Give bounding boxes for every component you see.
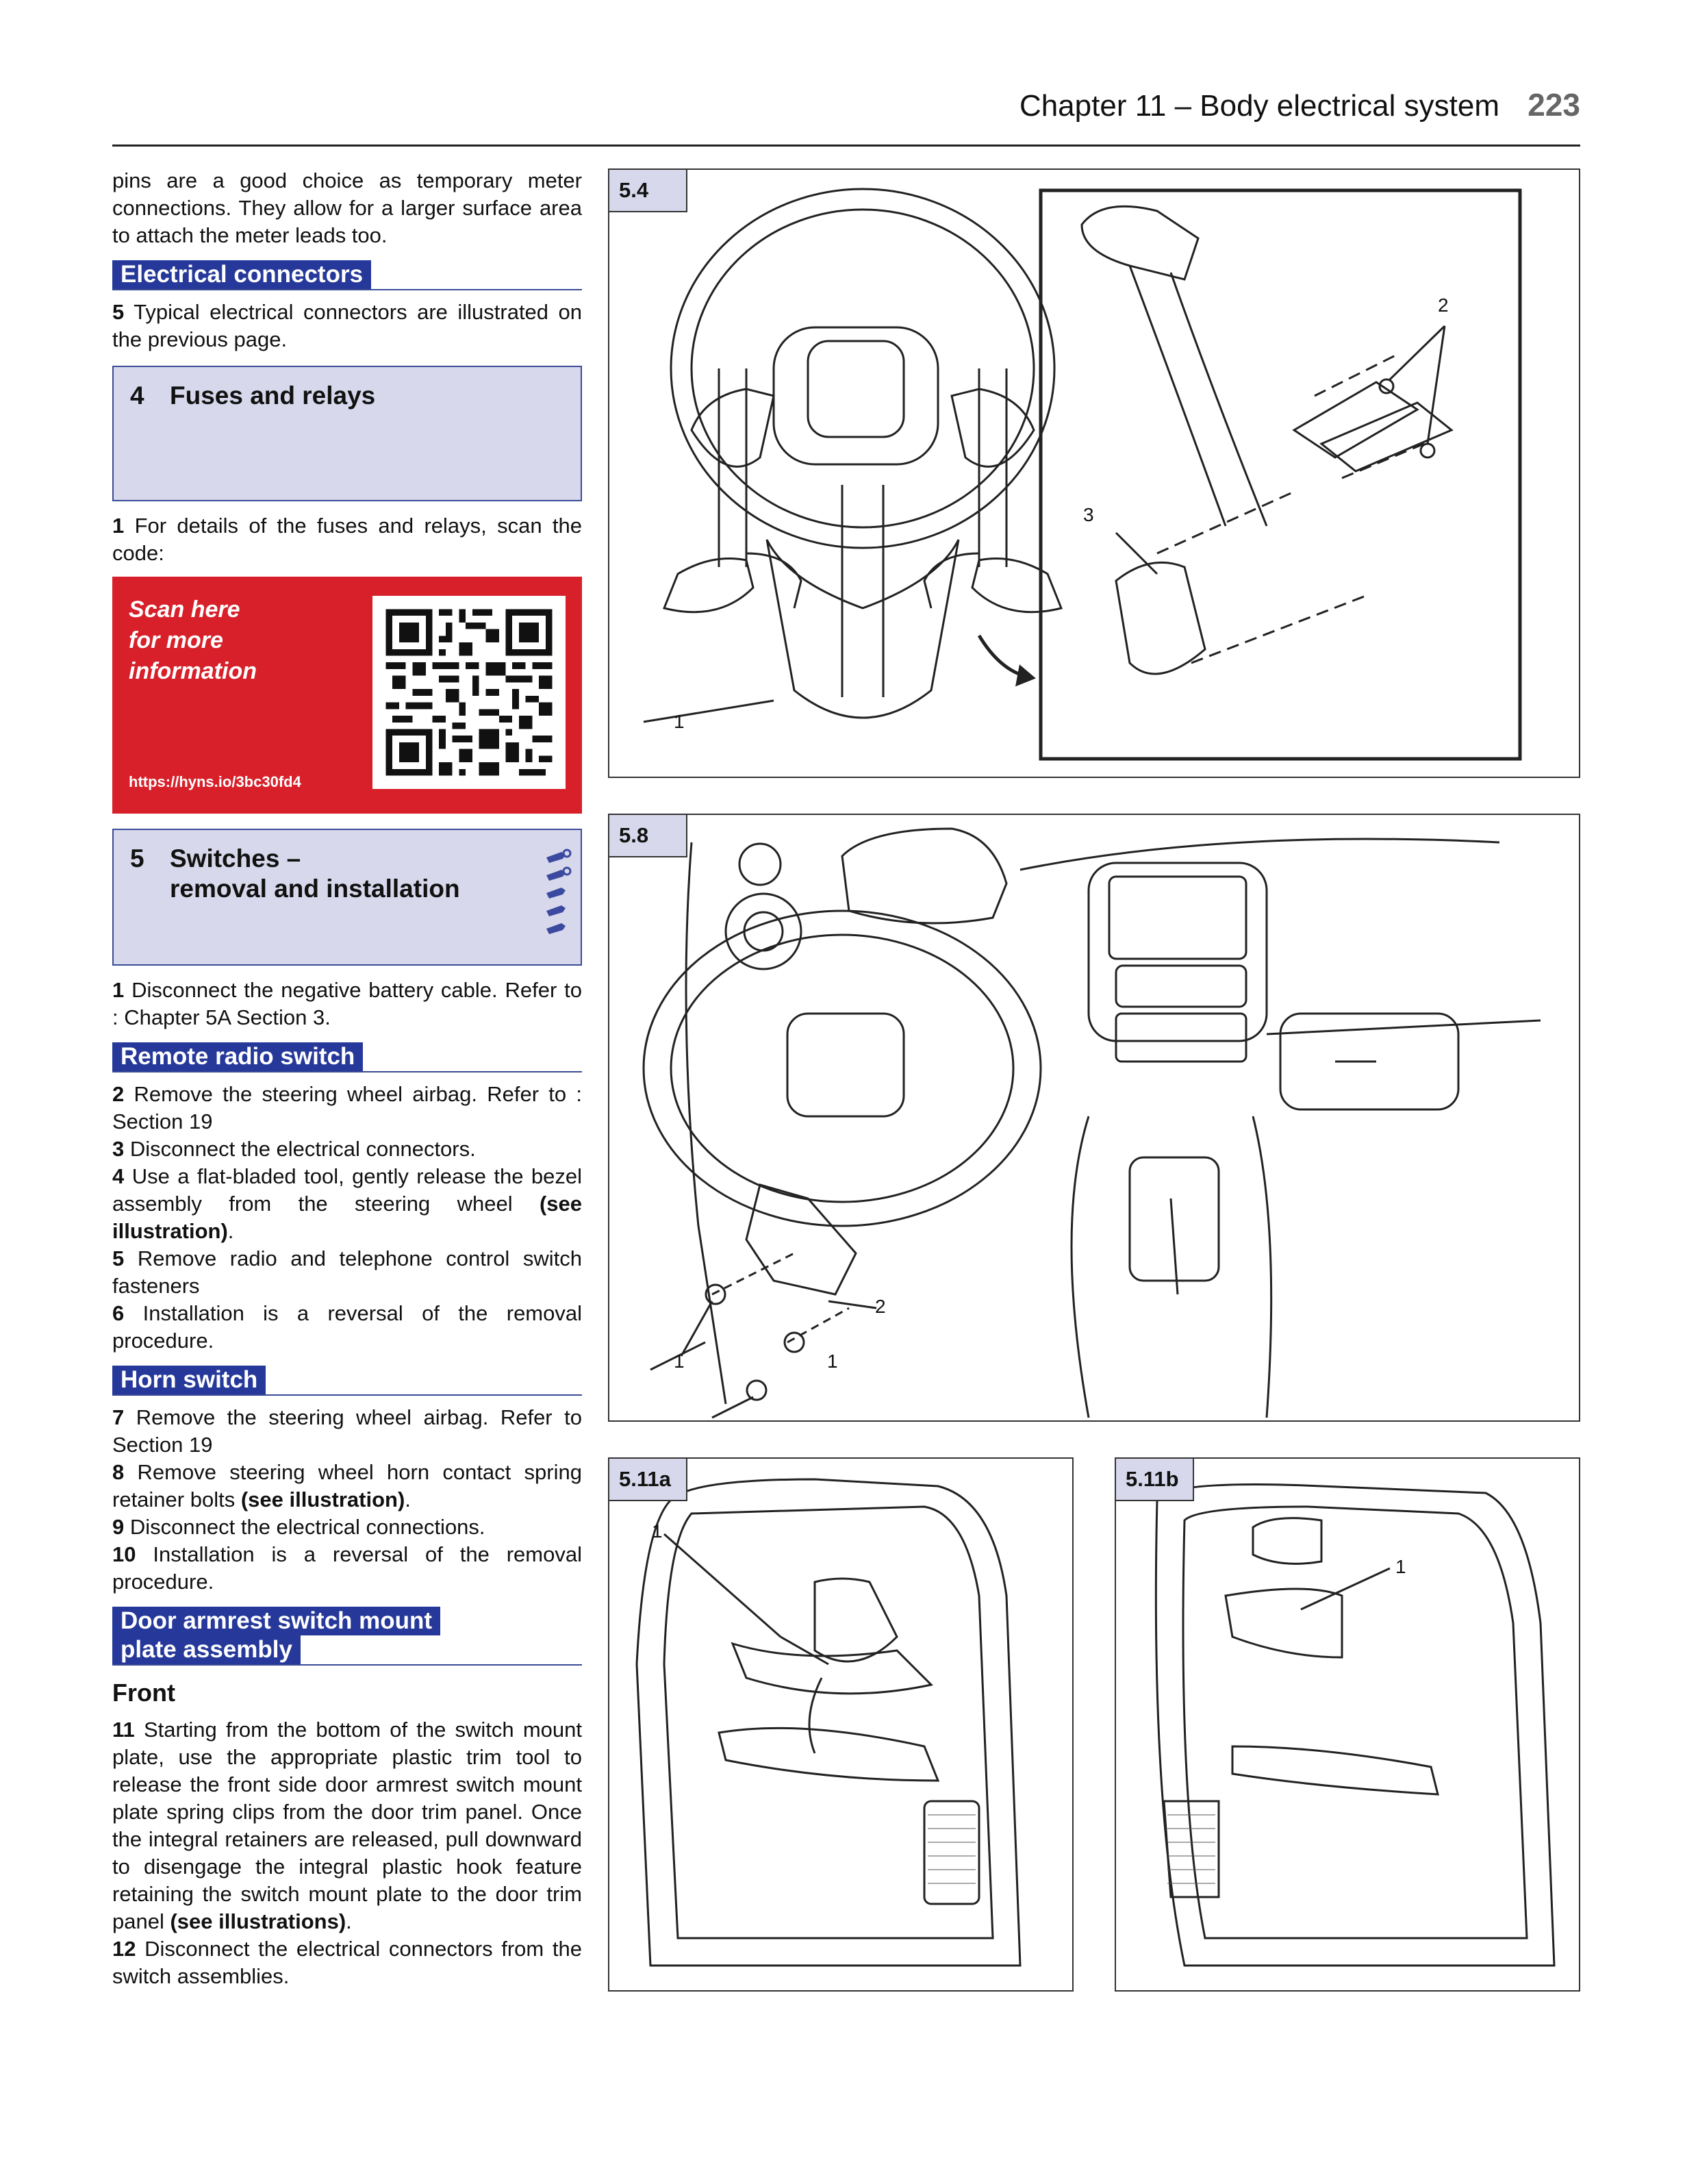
figure-label: 5.8 <box>608 814 687 857</box>
step-paragraph: 3 Disconnect the electrical connectors. <box>112 1135 582 1163</box>
callout-label: 1 <box>674 1351 685 1372</box>
qr-caption: Scan here for more information <box>129 594 257 687</box>
step-text: Remove steering wheel horn contact sprin… <box>112 1460 582 1511</box>
qr-url-link[interactable]: https://hyns.io/3bc30fd4 <box>129 773 301 790</box>
callout-label: 3 <box>1083 504 1094 525</box>
step-number: 8 <box>112 1460 125 1484</box>
step-number: 11 <box>112 1718 135 1742</box>
step-text: Typical electrical connectors are illust… <box>112 300 583 351</box>
qr-caption-line: information <box>129 658 257 684</box>
subhead-label: Door armrest switch mount <box>112 1607 441 1635</box>
callout-label: 1 <box>652 1520 663 1542</box>
step-text: Remove the steering wheel airbag. Refer … <box>112 1405 582 1457</box>
intro-paragraph: pins are a good choice as temporary mete… <box>112 168 582 247</box>
section-title-text: Switches – <box>170 844 301 873</box>
section-title: 4 Fuses and relays <box>130 381 375 411</box>
subhead-door-armrest: Door armrest switch mount plate assembly <box>112 1607 582 1666</box>
subhead-label: Remote radio switch <box>112 1042 364 1071</box>
step-number: 1 <box>112 978 125 1002</box>
section-title: 5 Switches – removal and installation <box>130 844 460 904</box>
step-number: 7 <box>112 1405 125 1429</box>
section-number: 4 <box>130 381 144 410</box>
callout-label: 1 <box>674 711 685 732</box>
step-number: 12 <box>112 1937 136 1961</box>
step-paragraph: 5 Typical electrical connectors are illu… <box>112 299 582 353</box>
figure-5-8: 5.8 1 1 2 <box>608 814 1580 1422</box>
step-text: Disconnect the negative battery cable. R… <box>112 978 582 1029</box>
step-text: For details of the fuses and relays, sca… <box>112 514 582 565</box>
step-number: 3 <box>112 1137 125 1161</box>
difficulty-wrench-icon <box>546 849 572 934</box>
step-text: Use a flat-bladed tool, gently release t… <box>112 1164 582 1216</box>
section-title-text: Fuses and relays <box>170 381 376 410</box>
subhead-horn-switch: Horn switch <box>112 1366 582 1396</box>
illustration-reference: (see illustrations) <box>170 1909 346 1933</box>
step-text: Installation is a reversal of the remova… <box>112 1542 582 1594</box>
step-paragraph: 4 Use a flat-bladed tool, gently release… <box>112 1164 582 1243</box>
callout-label: 1 <box>1395 1556 1406 1577</box>
chapter-title: Chapter 11 – Body electrical system <box>1019 89 1499 123</box>
subhead-label: plate assembly <box>112 1635 301 1664</box>
step-paragraph: 5 Remove radio and telephone control swi… <box>112 1245 582 1300</box>
step-text: Starting from the bottom of the switch m… <box>112 1718 582 1933</box>
figure-5-11b: 5.11b 1 <box>1115 1457 1580 1992</box>
section-box-fuses: 4 Fuses and relays <box>112 366 582 501</box>
subhead-electrical-connectors: Electrical connectors <box>112 260 582 290</box>
figure-5-4: 5.4 1 2 3 <box>608 168 1580 778</box>
figure-label: 5.4 <box>608 168 687 212</box>
step-text: Disconnect the electrical connectors. <box>129 1137 476 1161</box>
page-number: 223 <box>1528 87 1580 123</box>
front-heading: Front <box>112 1679 175 1707</box>
step-text: Disconnect the electrical connections. <box>129 1515 485 1539</box>
qr-caption-line: Scan here <box>129 597 240 623</box>
step-paragraph: 1 Disconnect the negative battery cable.… <box>112 977 582 1031</box>
step-number: 6 <box>112 1301 125 1325</box>
dashboard-switch-drawing <box>642 827 1541 1419</box>
illustration-reference: (see illustration) <box>112 1192 582 1243</box>
callout-label: 1 <box>827 1351 838 1372</box>
subhead-label: Horn switch <box>112 1366 266 1394</box>
step-number: 2 <box>112 1082 125 1106</box>
step-text: Disconnect the electrical connectors fro… <box>112 1937 582 1988</box>
qr-panel[interactable]: Scan here for more information https://h… <box>112 577 582 814</box>
front-door-trim-drawing <box>635 1478 1022 1967</box>
text-column: pins are a good choice as temporary mete… <box>112 167 582 1990</box>
callout-label: 2 <box>875 1296 886 1317</box>
step-number: 5 <box>112 1246 125 1270</box>
step-text: Installation is a reversal of the remova… <box>112 1301 582 1353</box>
step-paragraph: 6 Installation is a reversal of the remo… <box>112 1300 582 1355</box>
step-paragraph: 7 Remove the steering wheel airbag. Refe… <box>112 1404 582 1459</box>
step-number: 9 <box>112 1515 125 1539</box>
step-number: 5 <box>112 300 125 324</box>
figure-label: 5.11b <box>1115 1457 1194 1501</box>
step-paragraph: 10 Installation is a reversal of the rem… <box>112 1541 582 1596</box>
step-paragraph: 11 Starting from the bottom of the switc… <box>112 1718 582 1933</box>
step-number: 10 <box>112 1542 136 1566</box>
section-title-text: removal and installation <box>170 875 460 903</box>
step-number: 1 <box>112 514 125 538</box>
subhead-remote-radio-switch: Remote radio switch <box>112 1042 582 1072</box>
step-paragraph: 9 Disconnect the electrical connections. <box>112 1514 582 1541</box>
section-box-switches: 5 Switches – removal and installation <box>112 829 582 966</box>
page-header: Chapter 11 – Body electrical system 223 <box>112 85 1580 147</box>
qr-code-icon[interactable] <box>372 596 566 789</box>
qr-caption-line: for more <box>129 627 223 653</box>
illustration-reference: (see illustration) <box>240 1488 405 1511</box>
step-paragraph: 12 Disconnect the electrical connectors … <box>112 1935 582 1990</box>
step-text: Remove radio and telephone control switc… <box>112 1246 582 1298</box>
rear-door-trim-drawing <box>1154 1483 1556 1967</box>
figure-5-11a: 5.11a 1 <box>608 1457 1074 1992</box>
figure-label: 5.11a <box>608 1457 687 1501</box>
step-paragraph: 2 Remove the steering wheel airbag. Refe… <box>112 1081 582 1135</box>
step-paragraph: 1 For details of the fuses and relays, s… <box>112 512 582 567</box>
subhead-label: Electrical connectors <box>112 260 372 289</box>
steering-wheel-switch-drawing <box>643 188 1522 761</box>
step-number: 4 <box>112 1164 125 1188</box>
step-text: Remove the steering wheel airbag. Refer … <box>112 1082 582 1133</box>
step-paragraph: 8 Remove steering wheel horn contact spr… <box>112 1460 582 1511</box>
callout-label: 2 <box>1438 294 1449 316</box>
section-number: 5 <box>130 844 144 873</box>
